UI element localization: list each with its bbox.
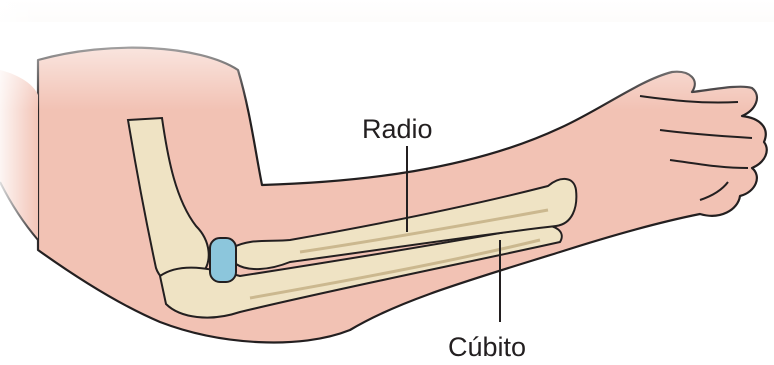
radial-head-cartilage — [210, 238, 236, 282]
ulna-label: Cúbito — [448, 332, 526, 362]
top-fade — [0, 0, 774, 110]
left-fade — [0, 0, 40, 365]
radius-label: Radio — [362, 114, 433, 144]
